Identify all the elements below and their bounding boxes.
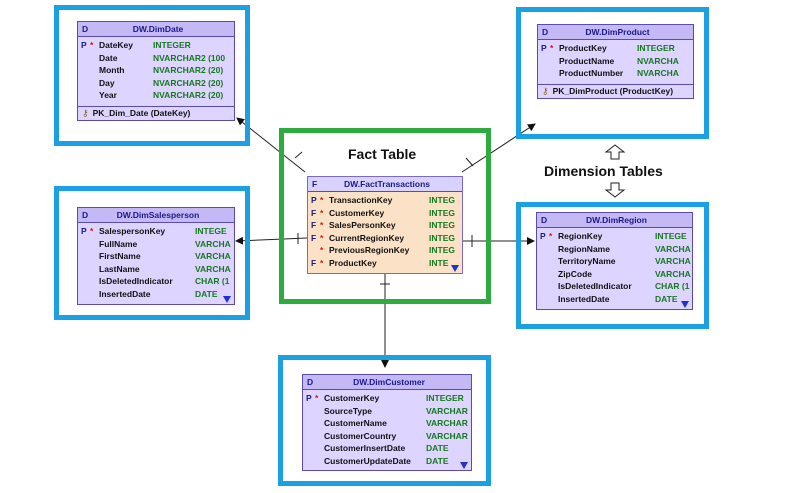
hollow-down-arrow-icon (604, 182, 626, 198)
connector-product (461, 123, 536, 173)
hollow-up-arrow-icon (604, 144, 626, 160)
dimension-tables-label: Dimension Tables (544, 163, 663, 179)
entity-header: D DW.DimSalesperson (78, 208, 234, 223)
frame-dimsalesperson (54, 186, 250, 320)
frame-dimcustomer (278, 355, 491, 486)
entity-header: D DW.DimProduct (538, 25, 693, 40)
entity-title: DW.DimSalesperson (116, 210, 200, 220)
entity-title: DW.DimProduct (585, 27, 650, 37)
frame-dimdate (54, 5, 250, 146)
scroll-down-arrow-icon[interactable] (223, 296, 231, 303)
frame-dimproduct (516, 7, 709, 139)
entity-title: DW.DimCustomer (353, 377, 425, 387)
fact-table-label: Fact Table (348, 146, 417, 162)
primary-key-constraint[interactable]: ⚷ PK_DimProduct (ProductKey) (538, 83, 693, 98)
entity-title: DW.DimRegion (586, 215, 647, 225)
key-icon: ⚷ (82, 107, 89, 118)
frame-dimregion (516, 202, 709, 329)
scroll-down-arrow-icon[interactable] (681, 301, 689, 308)
entity-title: DW.DimDate (132, 24, 184, 34)
entity-header: D DW.DimRegion (537, 213, 692, 228)
entity-header: D DW.DimDate (78, 22, 234, 37)
entity-header: D DW.DimCustomer (303, 375, 471, 390)
entity-title: DW.FactTransactions (344, 179, 430, 189)
scroll-down-arrow-icon[interactable] (460, 462, 468, 469)
scroll-down-arrow-icon[interactable] (451, 265, 459, 272)
frame-facttable (279, 128, 491, 304)
key-icon: ⚷ (542, 85, 549, 96)
primary-key-constraint[interactable]: ⚷ PK_Dim_Date (DateKey) (78, 105, 234, 120)
entity-header: F DW.FactTransactions (308, 177, 462, 192)
